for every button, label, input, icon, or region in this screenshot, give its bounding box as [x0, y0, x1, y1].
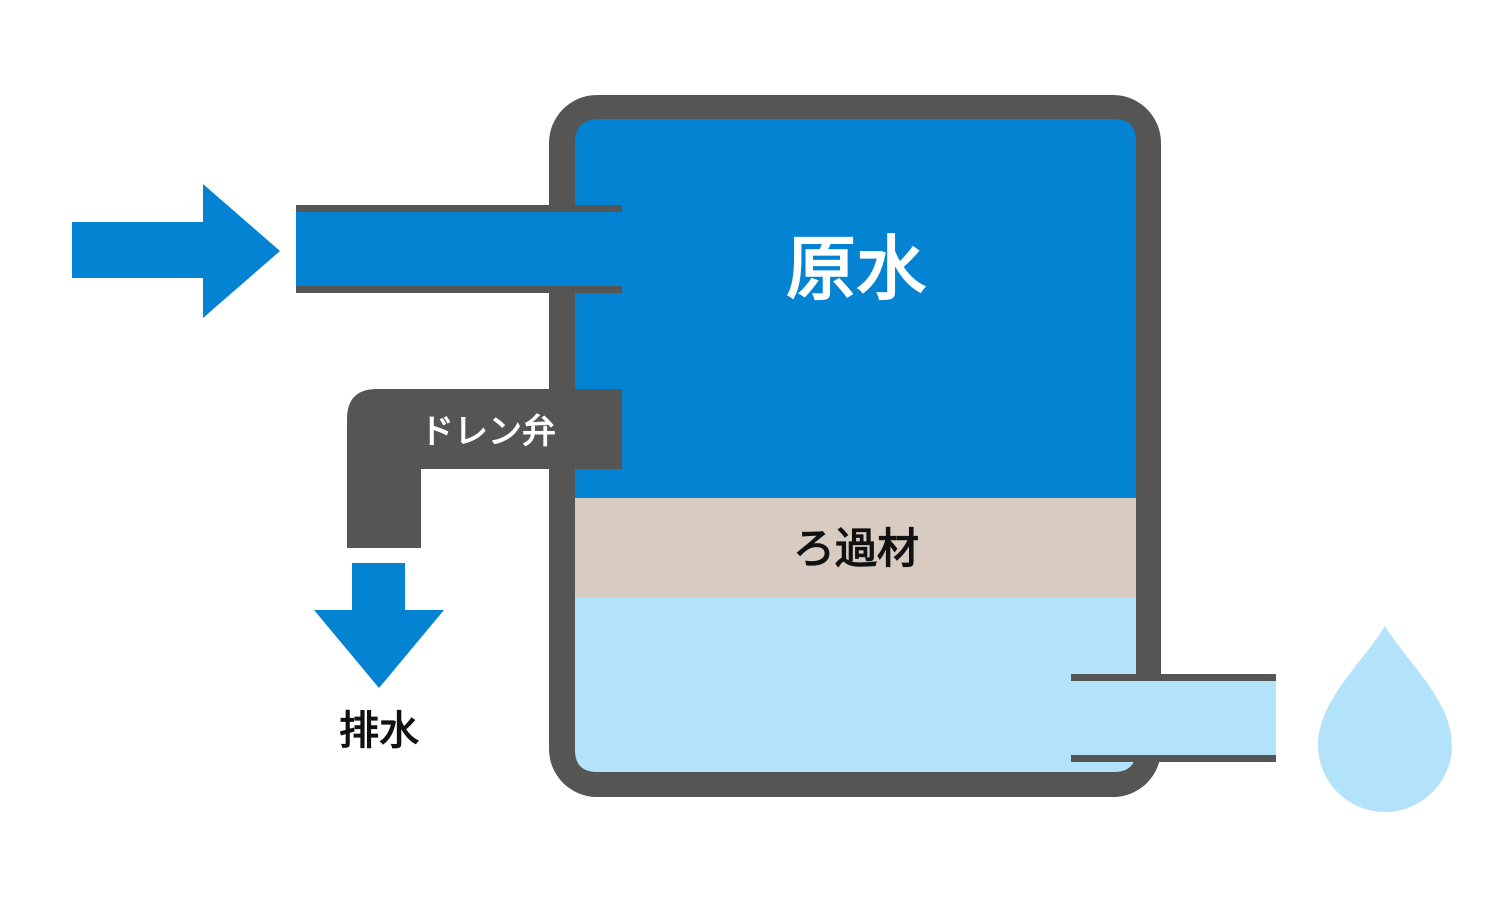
- drainage-label: 排水: [339, 708, 420, 754]
- outlet-pipe: [1071, 674, 1276, 762]
- inlet-pipe-water: [296, 205, 622, 293]
- filtered-water-zone: [575, 598, 1136, 772]
- filter-media-layer: [575, 498, 1136, 598]
- inlet-pipe: [296, 205, 622, 293]
- outlet-pipe-top-wall: [1071, 674, 1276, 681]
- outlet-pipe-water: [1071, 674, 1276, 762]
- arrow-right-icon: [72, 184, 280, 318]
- arrow-down-icon: [314, 563, 444, 688]
- outlet-pipe-bottom-wall: [1071, 755, 1276, 762]
- water-drop-icon: [1318, 626, 1452, 812]
- raw-water-zone: [575, 119, 1136, 498]
- drain-valve-label: ドレン弁: [420, 412, 556, 452]
- filtration-tank: [549, 95, 1161, 797]
- drain-elbow: [347, 389, 622, 548]
- raw-water-label: 原水: [786, 228, 927, 310]
- inlet-pipe-bottom-wall: [296, 286, 622, 293]
- filter-media-label: ろ過材: [793, 524, 919, 573]
- inlet-pipe-top-wall: [296, 205, 622, 212]
- drain-valve-pipe: [347, 389, 622, 548]
